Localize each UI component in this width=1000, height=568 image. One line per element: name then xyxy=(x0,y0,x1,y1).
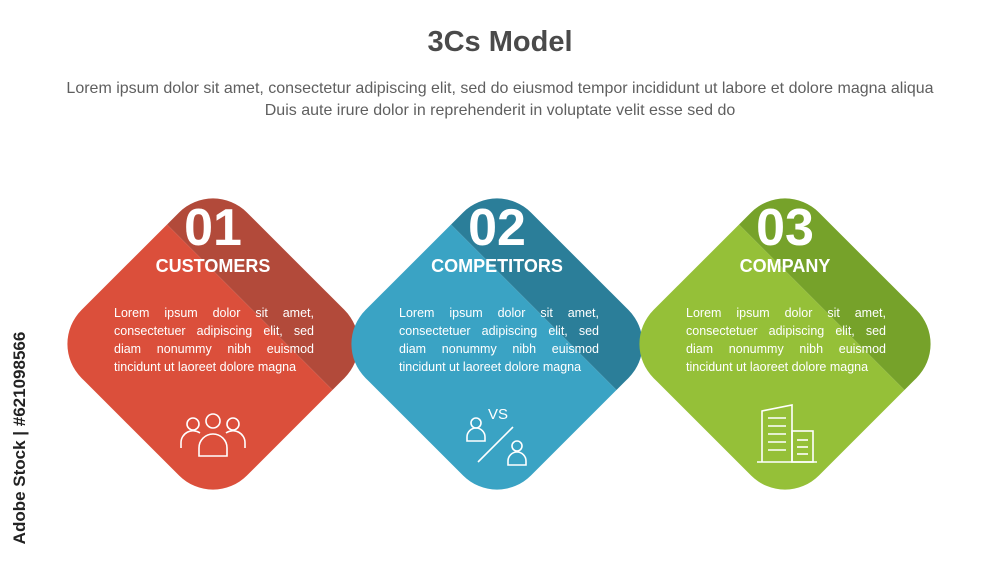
item-customers-text: Lorem ipsum dolor sit amet, consectetuer… xyxy=(114,306,314,374)
item-competitors-header: 02 COMPETITORS xyxy=(397,200,597,277)
diamond-competitors xyxy=(351,198,643,490)
versus-icon-text: VS xyxy=(488,406,508,423)
page-title: 3Cs Model xyxy=(427,26,573,58)
versus-icon xyxy=(466,417,527,466)
item-company-text: Lorem ipsum dolor sit amet, consectetuer… xyxy=(686,306,886,374)
watermark-side-text: Adobe Stock | #621098566 xyxy=(10,331,29,545)
item-number: 03 xyxy=(756,199,814,257)
item-customers-header: 01 CUSTOMERS xyxy=(113,200,313,277)
item-competitors-text: Lorem ipsum dolor sit amet, consectetuer… xyxy=(399,306,599,374)
item-company-header: 03 COMPANY xyxy=(685,200,885,277)
people-group-icon xyxy=(180,413,246,457)
item-number: 02 xyxy=(468,199,526,257)
item-number: 01 xyxy=(184,199,242,257)
building-icon xyxy=(757,404,817,463)
item-name: COMPANY xyxy=(739,256,831,276)
diamond-customers xyxy=(67,198,359,490)
page-subtitle: Lorem ipsum dolor sit amet, consectetur … xyxy=(66,80,934,119)
item-name: CUSTOMERS xyxy=(155,256,271,276)
diamond-company xyxy=(639,198,931,490)
item-name: COMPETITORS xyxy=(431,256,563,276)
